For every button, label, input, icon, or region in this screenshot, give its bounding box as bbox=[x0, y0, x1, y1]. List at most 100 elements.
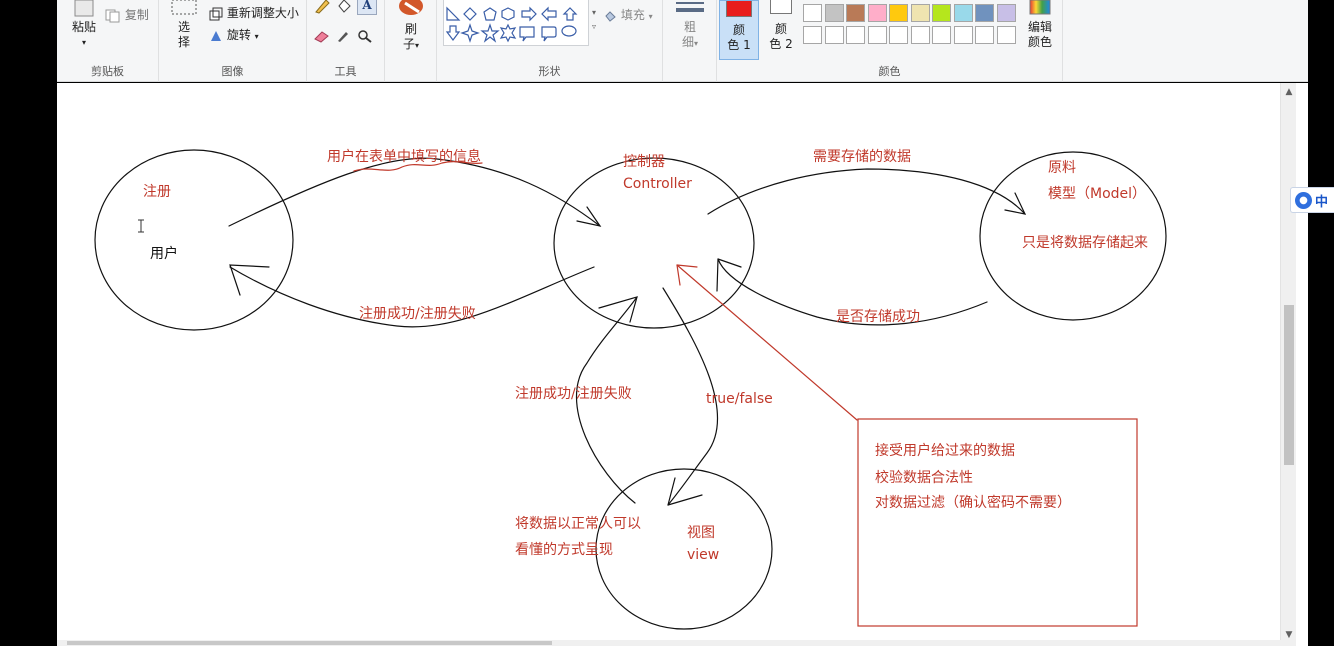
color-swatch[interactable] bbox=[803, 4, 822, 22]
color-swatch[interactable] bbox=[867, 4, 887, 22]
rainbow-icon bbox=[1029, 0, 1051, 15]
copy-button[interactable]: 复制 bbox=[105, 8, 149, 23]
resize-button[interactable]: 重新调整大小 bbox=[209, 6, 299, 21]
chevron-down-icon: ▾ bbox=[694, 39, 699, 48]
color-swatch[interactable] bbox=[889, 26, 908, 44]
eyedropper-icon bbox=[338, 31, 348, 42]
vertical-scroll-thumb[interactable] bbox=[1284, 305, 1294, 465]
color1-label-1: 颜 bbox=[732, 23, 745, 37]
model-line3: 只是将数据存储起来 bbox=[1022, 235, 1148, 251]
brushes-label-1: 刷 bbox=[404, 22, 417, 36]
color2-button[interactable]: 颜 色 2 bbox=[763, 0, 799, 52]
colors-group-label: 颜色 bbox=[878, 65, 901, 78]
arrow-controller-to-user bbox=[229, 266, 595, 328]
color-swatch[interactable] bbox=[846, 4, 865, 22]
color-swatch[interactable] bbox=[953, 26, 973, 44]
color-swatch[interactable] bbox=[975, 4, 994, 22]
color-swatch[interactable] bbox=[953, 4, 973, 22]
select-icon bbox=[171, 0, 197, 15]
note-line3: 对数据过滤（确认密码不需要） bbox=[875, 495, 1071, 511]
magnifier-tool[interactable] bbox=[357, 28, 373, 43]
size-label-2-row: 细▾ bbox=[671, 35, 709, 51]
tools-group: A 工具 bbox=[307, 0, 385, 82]
arrowhead bbox=[1004, 192, 1027, 215]
pencil-tool[interactable] bbox=[313, 0, 331, 14]
more-icon: ▿ bbox=[591, 22, 596, 31]
rotate-button[interactable]: 旋转 ▾ bbox=[209, 28, 259, 44]
arrow-controller-to-model bbox=[707, 168, 1026, 215]
size-button[interactable]: 粗 细▾ bbox=[671, 0, 709, 51]
clipboard-group: 粘贴 ▾ 复制 剪贴板 bbox=[57, 0, 159, 82]
fill-dropdown[interactable]: 填充 ▾ bbox=[603, 8, 653, 24]
shapes-scroll[interactable]: ▾▿ bbox=[589, 0, 599, 46]
user-tag: 注册 bbox=[143, 184, 171, 200]
color-swatch[interactable] bbox=[975, 26, 994, 44]
tools-group-label: 工具 bbox=[334, 65, 357, 78]
color-swatch[interactable] bbox=[803, 26, 822, 44]
clipboard-group-label: 剪贴板 bbox=[91, 65, 124, 78]
edge-view-to-controller: 注册成功/注册失败 bbox=[515, 386, 632, 402]
color-swatch[interactable] bbox=[824, 26, 844, 44]
color1-button[interactable]: 颜 色 1 bbox=[719, 0, 759, 60]
resize-label: 重新调整大小 bbox=[226, 6, 299, 20]
horizontal-scrollbar[interactable] bbox=[57, 640, 1292, 646]
color-palette[interactable] bbox=[803, 0, 1019, 48]
shapes-group-label: 形状 bbox=[538, 65, 561, 78]
color-swatch[interactable] bbox=[932, 26, 951, 44]
arrowhead bbox=[229, 264, 270, 296]
color-swatch[interactable] bbox=[932, 4, 951, 22]
note-pointer-arrow bbox=[676, 264, 858, 421]
line-size-icon bbox=[676, 2, 704, 12]
edge-controller-to-user: 注册成功/注册失败 bbox=[359, 306, 476, 322]
size-group: 粗 细▾ bbox=[663, 0, 717, 82]
edit-colors-label-2: 颜色 bbox=[1027, 35, 1052, 49]
eraser-tool[interactable] bbox=[313, 28, 331, 43]
shapes-gallery[interactable] bbox=[443, 0, 589, 46]
diagram-strokes bbox=[94, 149, 1167, 630]
note-box bbox=[857, 418, 1138, 627]
vertical-scrollbar[interactable]: ▲ ▼ bbox=[1280, 83, 1296, 646]
edit-colors-button[interactable]: 编辑 颜色 bbox=[1021, 0, 1059, 50]
color-swatch[interactable] bbox=[910, 26, 930, 44]
edit-colors-label-1: 编辑 bbox=[1027, 20, 1052, 34]
chevron-down-icon: ▾ bbox=[81, 38, 86, 47]
chevron-down-icon: ▾ bbox=[591, 8, 596, 17]
view-name-cn: 视图 bbox=[687, 525, 715, 541]
drawing-canvas[interactable]: 注册 用户 用户在表单中填写的信息 注册成功/注册失败 控制器 Controll… bbox=[57, 83, 1308, 646]
color-swatch[interactable] bbox=[910, 4, 930, 22]
model-line2: 模型（Model） bbox=[1048, 186, 1147, 202]
text-tool[interactable]: A bbox=[357, 0, 377, 15]
color-swatch[interactable] bbox=[996, 4, 1016, 22]
controller-circle bbox=[553, 157, 755, 329]
color-picker-tool[interactable] bbox=[335, 28, 351, 43]
arrowhead bbox=[667, 477, 703, 506]
horizontal-scroll-thumb[interactable] bbox=[67, 641, 552, 645]
select-button[interactable]: 选 择 bbox=[169, 0, 199, 50]
view-circle bbox=[595, 468, 773, 630]
color2-label-1: 颜 bbox=[774, 22, 787, 36]
chevron-down-icon: ▾ bbox=[648, 12, 653, 21]
brushes-button[interactable]: 刷 子▾ bbox=[393, 0, 429, 53]
image-group: 选 择 重新调整大小 旋转 ▾ 图像 bbox=[159, 0, 307, 82]
color-swatch[interactable] bbox=[996, 26, 1016, 44]
arrow-controller-to-view bbox=[662, 287, 718, 506]
color-swatch[interactable] bbox=[889, 4, 908, 22]
ime-indicator[interactable]: ● 中 bbox=[1290, 187, 1334, 213]
arrowhead bbox=[716, 258, 742, 292]
view-name-en: view bbox=[687, 547, 720, 563]
scroll-down-icon[interactable]: ▼ bbox=[1285, 630, 1293, 640]
note-line2: 校验数据合法性 bbox=[875, 470, 973, 486]
brush-icon bbox=[399, 0, 423, 15]
color-swatch[interactable] bbox=[867, 26, 887, 44]
controller-name-en: Controller bbox=[623, 176, 692, 192]
size-label-2: 细 bbox=[681, 35, 694, 49]
edge-controller-to-view: true/false bbox=[706, 391, 773, 407]
paste-button[interactable]: 粘贴 ▾ bbox=[67, 0, 101, 50]
shapes-group: ▾▿ 填充 ▾ 形状 bbox=[437, 0, 663, 82]
scroll-up-icon[interactable]: ▲ bbox=[1285, 87, 1293, 97]
arrow-user-to-controller bbox=[228, 157, 601, 227]
color-swatch[interactable] bbox=[824, 4, 844, 22]
fill-tool[interactable] bbox=[335, 0, 353, 14]
rotate-icon bbox=[211, 30, 221, 41]
color-swatch[interactable] bbox=[846, 26, 865, 44]
